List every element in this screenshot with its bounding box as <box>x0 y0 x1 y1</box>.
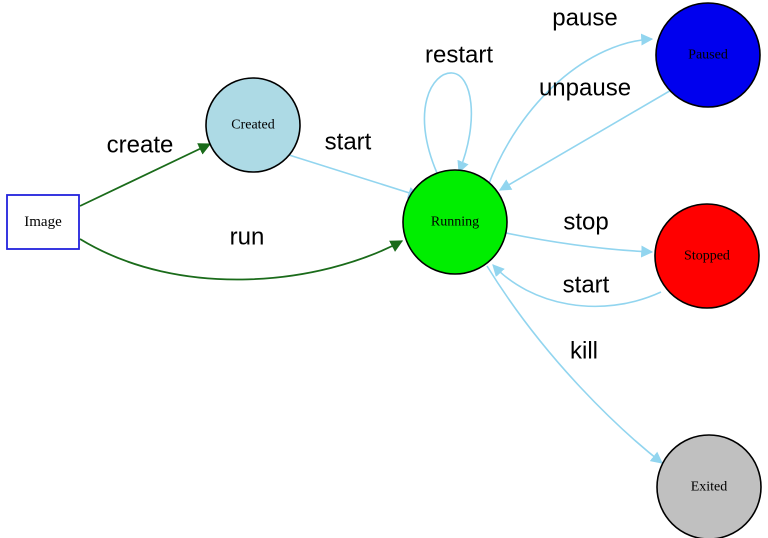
node-shape-running[interactable] <box>402 169 508 275</box>
edge-label-unpause: unpause <box>539 75 631 102</box>
node-exited[interactable]: Exited <box>656 434 762 538</box>
edge-label-create: create <box>107 132 174 159</box>
edge-labels-layer: create run start restart pause unpause stop sta… <box>107 5 631 365</box>
edge-start-created[interactable] <box>288 154 421 199</box>
node-shape-created[interactable] <box>205 77 301 173</box>
node-shape-exited[interactable] <box>656 434 762 538</box>
edge-restart[interactable] <box>423 72 473 174</box>
edge-label-run: run <box>230 224 265 251</box>
edge-start-stopped[interactable] <box>492 264 662 308</box>
node-stopped[interactable]: Stopped <box>654 203 760 309</box>
edge-label-pause: pause <box>552 5 617 32</box>
node-created[interactable]: Created <box>205 77 301 173</box>
edge-label-start-created: start <box>325 129 372 156</box>
edges-layer <box>79 33 674 464</box>
node-shape-image[interactable] <box>6 194 80 250</box>
edge-stop[interactable] <box>505 232 654 258</box>
edge-label-kill: kill <box>570 338 598 365</box>
edge-kill[interactable] <box>486 265 663 464</box>
edge-unpause[interactable] <box>498 88 674 191</box>
edge-create[interactable] <box>79 143 212 207</box>
edge-run[interactable] <box>79 238 404 281</box>
edge-label-restart: restart <box>425 42 493 69</box>
node-image[interactable]: Image <box>6 194 80 250</box>
node-paused[interactable]: Paused <box>655 2 761 108</box>
node-shape-stopped[interactable] <box>654 203 760 309</box>
node-shape-paused[interactable] <box>655 2 761 108</box>
node-running[interactable]: Running <box>402 169 508 275</box>
edge-label-start-stopped: start <box>563 272 610 299</box>
edge-pause[interactable] <box>487 33 654 187</box>
edge-label-stop: stop <box>563 209 608 236</box>
